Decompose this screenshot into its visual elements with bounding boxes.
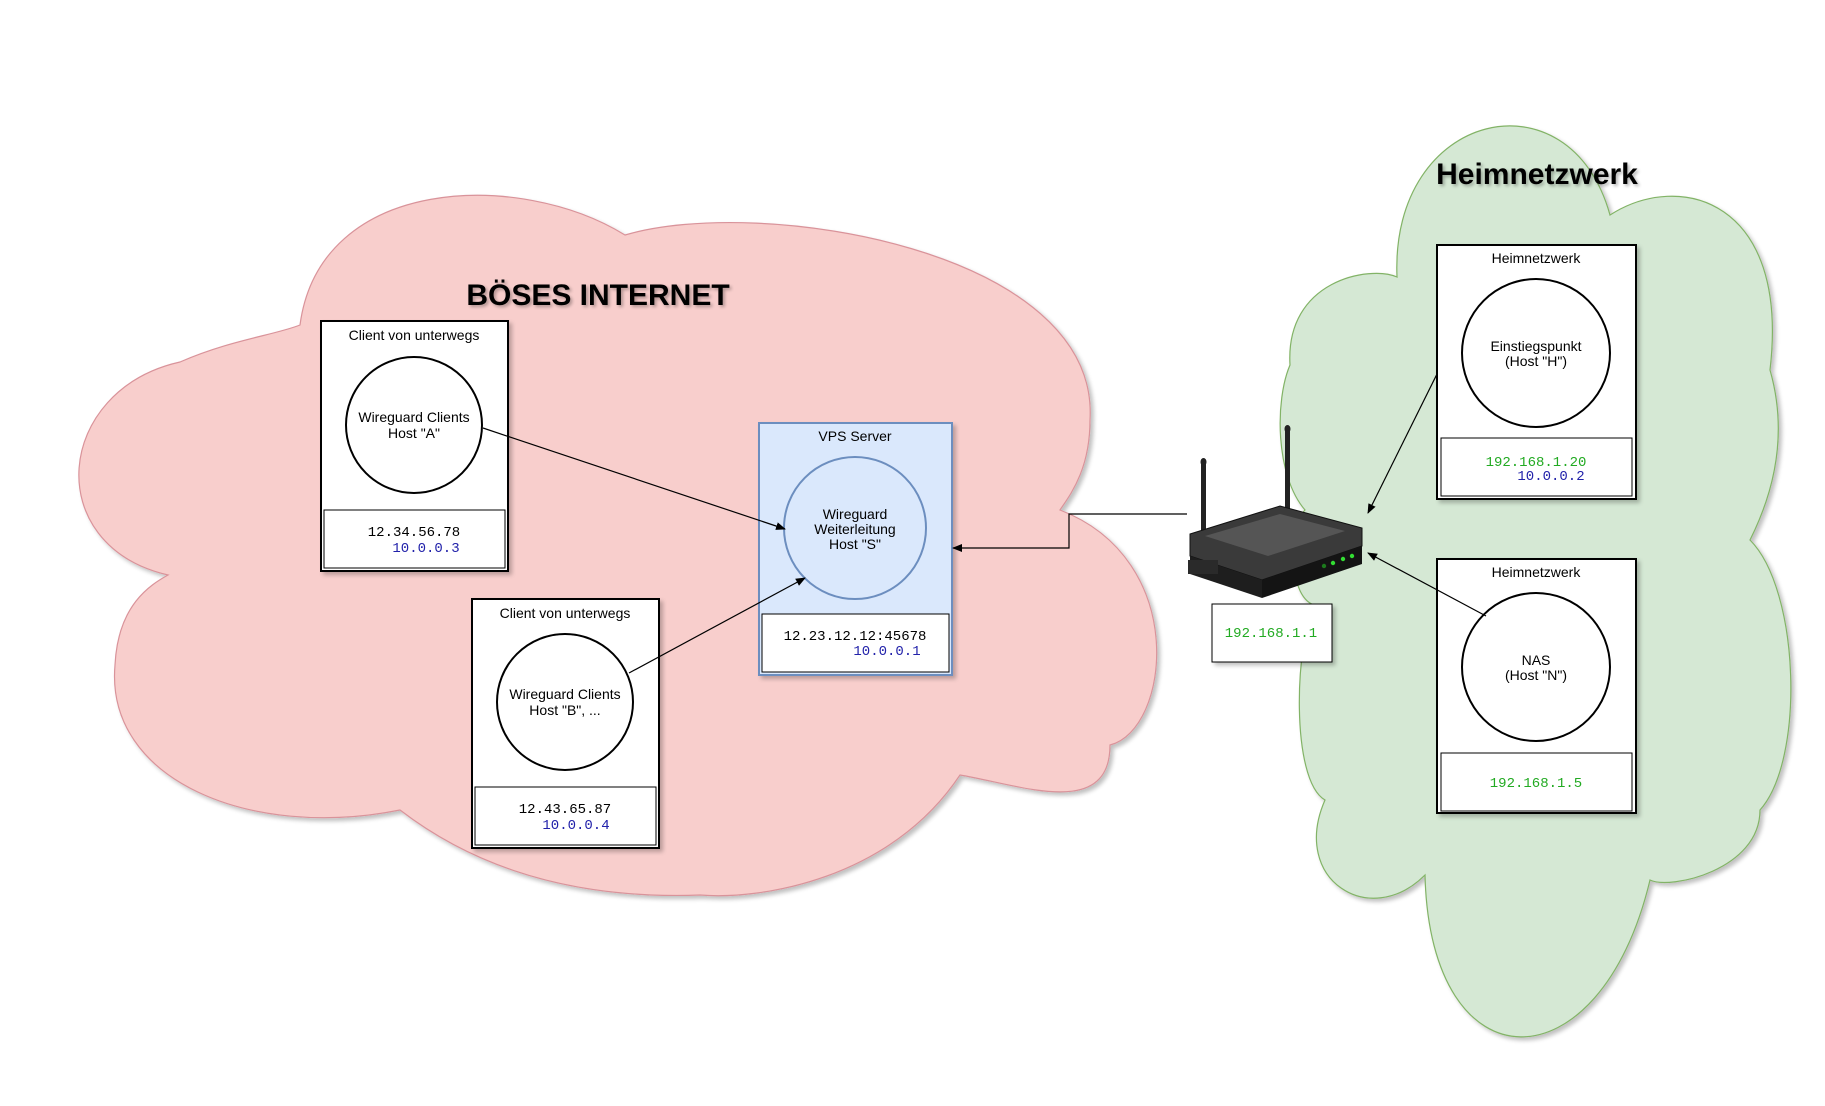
client-b-public-ip: 12.43.65.87 — [519, 802, 611, 818]
entry-host-ip-box — [1440, 437, 1633, 497]
entry-host-circle-line1: Einstiegspunkt — [1490, 338, 1581, 354]
entry-host-title: Heimnetzwerk — [1492, 250, 1582, 266]
client-b-circle-line1: Wireguard Clients — [509, 686, 620, 702]
router-icon — [1188, 425, 1363, 598]
vps-circle-line3: Host "S" — [829, 536, 881, 552]
router-ip-box: 192.168.1.1 — [1211, 603, 1333, 663]
nas-host-ip-box — [1440, 752, 1633, 812]
entry-host-circle-line2: (Host "H") — [1505, 353, 1567, 369]
nas-host-title: Heimnetzwerk — [1492, 564, 1582, 580]
vps-ip-box — [761, 613, 950, 673]
nas-host-circle-line1: NAS — [1522, 652, 1551, 668]
entry-host-box: Heimnetzwerk Einstiegspunkt (Host "H") 1… — [1436, 244, 1637, 500]
client-a-circle-line1: Wireguard Clients — [358, 409, 469, 425]
client-b-tunnel-ip: 10.0.0.4 — [542, 818, 609, 834]
client-a-public-ip: 12.34.56.78 — [368, 525, 460, 541]
router-lan-ip: 192.168.1.1 — [1225, 626, 1317, 642]
vps-title: VPS Server — [818, 428, 891, 444]
arrow-router-to-vps — [952, 513, 1187, 552]
arrow-client-b-to-vps — [628, 577, 806, 674]
client-a-tunnel-ip: 10.0.0.3 — [392, 541, 459, 557]
vps-circle-line1: Wireguard — [823, 506, 888, 522]
home-title: Heimnetzwerk — [1436, 158, 1638, 191]
client-a-host-circle — [345, 356, 483, 494]
client-a-box: Client von unterwegs Wireguard Clients H… — [320, 320, 509, 572]
client-a-ip-box — [323, 509, 506, 569]
entry-host-circle — [1461, 278, 1611, 428]
client-a-title: Client von unterwegs — [349, 327, 480, 343]
vps-server-box: VPS Server Wireguard Weiterleitung Host … — [758, 422, 953, 676]
internet-title: BÖSES INTERNET — [466, 279, 729, 312]
vps-circle-line2: Weiterleitung — [814, 521, 895, 537]
arrow-nas-to-router — [1367, 552, 1487, 617]
arrow-client-a-to-vps — [482, 427, 786, 530]
client-b-box: Client von unterwegs Wireguard Clients H… — [471, 598, 660, 849]
entry-host-lan-ip: 192.168.1.20 — [1486, 455, 1587, 471]
client-a-circle-line2: Host "A" — [388, 425, 440, 441]
arrow-entry-host-to-router — [1367, 373, 1438, 514]
nas-host-circle-line2: (Host "N") — [1505, 667, 1567, 683]
vps-tunnel-ip: 10.0.0.1 — [853, 644, 920, 660]
nas-host-circle — [1461, 592, 1611, 742]
client-b-circle-line2: Host "B", ... — [529, 702, 600, 718]
nas-host-box: Heimnetzwerk NAS (Host "N") 192.168.1.5 — [1436, 558, 1637, 814]
client-b-title: Client von unterwegs — [500, 605, 631, 621]
entry-host-tunnel-ip: 10.0.0.2 — [1517, 469, 1584, 485]
client-b-ip-box — [474, 786, 657, 846]
client-b-host-circle — [496, 633, 634, 771]
vps-public-ip: 12.23.12.12:45678 — [784, 629, 927, 645]
nas-host-lan-ip: 192.168.1.5 — [1490, 776, 1582, 792]
